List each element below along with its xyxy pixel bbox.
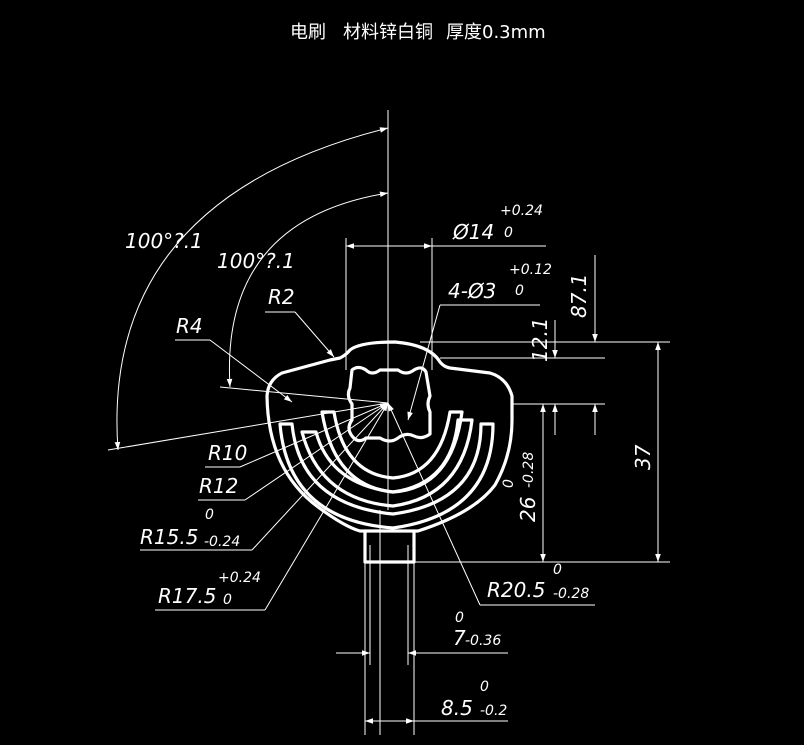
w8-5-tol-dn: -0.2: [480, 703, 507, 719]
r15-5-tol-up: 0: [205, 507, 214, 523]
inner-window-outline: [346, 365, 432, 443]
phi14-dimension: [345, 238, 546, 370]
r17-5-tol-dn: 0: [223, 592, 232, 608]
phi14-tol-dn: 0: [504, 225, 513, 241]
r2-label: R2: [268, 285, 295, 309]
slot-arc-inner: [320, 410, 464, 494]
holes-leader-line: [407, 304, 441, 421]
r17-5-tol-up: +0.24: [218, 570, 261, 586]
leader-r2: [294, 311, 335, 358]
slot-arc-middle: [300, 418, 474, 508]
r15-5-tol-dn: -0.24: [204, 534, 240, 550]
dim-26-label: 26: [516, 497, 540, 522]
w7-label: 7: [453, 626, 466, 650]
angle-ray-inner: [219, 386, 389, 404]
r17-5-label: R17.5: [158, 584, 216, 608]
r10-label: R10: [208, 441, 247, 465]
title-part: 电刷: [290, 22, 326, 43]
dim-87-1-label: 87.1: [567, 273, 591, 318]
dimension-texts: 100°?.1 100°?.1 R2 R4 R10 R12 R15.5 0 -0…: [125, 203, 655, 720]
fillet-leaders: [175, 311, 335, 403]
part-outline: [265, 340, 514, 564]
title-material: 材料锌白铜: [343, 22, 433, 43]
r15-5-label: R15.5: [140, 525, 198, 549]
center-lines: [379, 110, 389, 735]
dim-12-1-label: 12.1: [528, 317, 552, 362]
bottom-tab-outline: [363, 529, 416, 564]
title-thickness: 厚度0.3mm: [446, 22, 546, 43]
r4-label: R4: [176, 314, 203, 338]
phi14-tol-up: +0.24: [500, 203, 543, 219]
drawing-title: 电刷 材料锌白铜 厚度0.3mm: [290, 22, 546, 43]
w8-5-tol-up: 0: [480, 679, 489, 695]
w7-tol-up: 0: [455, 610, 464, 626]
angle-outer-label: 100°?.1: [125, 229, 203, 253]
angle-dimensions: [114, 127, 389, 451]
dim-26-tol-dn: -0.28: [521, 452, 537, 488]
leader-r20-5: [387, 402, 481, 606]
phi14-label: Ø14: [452, 220, 494, 244]
holes-tol-dn: 0: [515, 283, 524, 299]
holes-tol-up: +0.12: [509, 262, 552, 278]
holes-label: 4-Ø3: [448, 279, 496, 303]
angle-arc-outer: [114, 127, 389, 451]
r20-5-tol-dn: -0.28: [553, 586, 589, 602]
leader-r10: [239, 402, 389, 468]
outer-body-outline: [265, 340, 514, 533]
w8-5-label: 8.5: [441, 696, 473, 720]
holes-leader: [407, 304, 540, 421]
dim-26-tol-up: 0: [501, 479, 517, 488]
horizontal-dimensions: [336, 545, 508, 735]
leader-r15-5: [251, 402, 389, 551]
angle-inner-label: 100°?.1: [217, 249, 295, 273]
r20-5-label: R20.5: [487, 578, 545, 602]
leader-r4: [209, 339, 293, 403]
slot-arc-outer: [278, 422, 495, 530]
vertical-dimensions: [414, 255, 670, 563]
r20-5-tol-up: 0: [553, 562, 562, 578]
w7-tol-dn: -0.36: [465, 633, 501, 649]
r12-label: R12: [199, 474, 238, 498]
dim-37-label: 37: [631, 444, 655, 470]
angle-ray-outer: [107, 402, 389, 451]
angle-arc-inner: [226, 191, 389, 388]
